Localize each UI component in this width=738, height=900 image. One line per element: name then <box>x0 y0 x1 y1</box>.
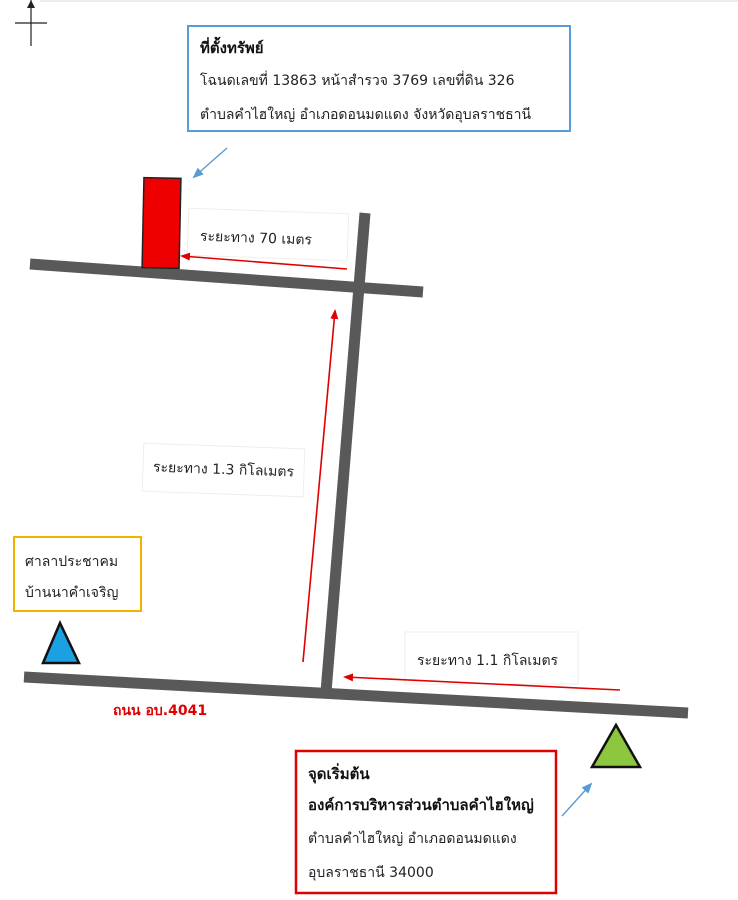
start-box: จุดเริ่มต้น องค์การบริหารส่วนตำบลคำไฮใหญ… <box>294 749 558 895</box>
start-address-line2: อุบลราชธานี 34000 <box>308 865 434 881</box>
north-arrow-icon <box>15 0 47 46</box>
connecting-road <box>320 212 371 693</box>
landmark-line2: บ้านนาคำเจริญ <box>25 585 118 601</box>
main-road-ob4041 <box>23 671 689 719</box>
property-deed-line: โฉนดเลขที่ 13863 หน้าสำรวจ 3769 เลขที่ดิ… <box>200 71 515 89</box>
route-arrow-to-property <box>180 252 348 270</box>
blue-triangle-icon <box>41 619 81 665</box>
distance-70m-text: ระยะทาง 70 เมตร <box>200 229 313 249</box>
distance-label-1-3km: ระยะทาง 1.3 กิโลเมตร <box>141 442 306 498</box>
route-arrow-from-start <box>343 673 621 691</box>
property-pointer-arrow <box>192 147 228 179</box>
red-rectangle-icon <box>141 176 182 270</box>
landmark-line1: ศาลาประชาคม <box>25 554 118 570</box>
green-triangle-icon <box>589 722 643 769</box>
property-location-line: ตำบลคำไฮใหญ่ อำเภอดอนมดแดง จังหวัดอุบลรา… <box>200 106 532 123</box>
start-title: จุดเริ่มต้น <box>308 763 370 784</box>
start-pointer-arrow <box>561 782 593 817</box>
route-arrow-north <box>302 309 339 663</box>
road-name-label: ถนน อบ.4041 <box>113 703 207 719</box>
distance-label-1-1km: ระยะทาง 1.1 กิโลเมตร <box>404 631 579 685</box>
distance-label-70m: ระยะทาง 70 เมตร <box>186 207 350 262</box>
start-subtitle: องค์การบริหารส่วนตำบลคำไฮใหญ่ <box>308 795 534 814</box>
property-title: ที่ตั้งทรัพย์ <box>200 36 264 57</box>
distance-1-3km-text: ระยะทาง 1.3 กิโลเมตร <box>153 459 295 481</box>
landmark-box: ศาลาประชาคม บ้านนาคำเจริญ <box>13 536 142 612</box>
distance-1-1km-text: ระยะทาง 1.1 กิโลเมตร <box>417 652 559 669</box>
property-box: ที่ตั้งทรัพย์ โฉนดเลขที่ 13863 หน้าสำรวจ… <box>187 25 571 132</box>
start-address-line1: ตำบลคำไฮใหญ่ อำเภอดอนมดแดง <box>308 830 517 847</box>
